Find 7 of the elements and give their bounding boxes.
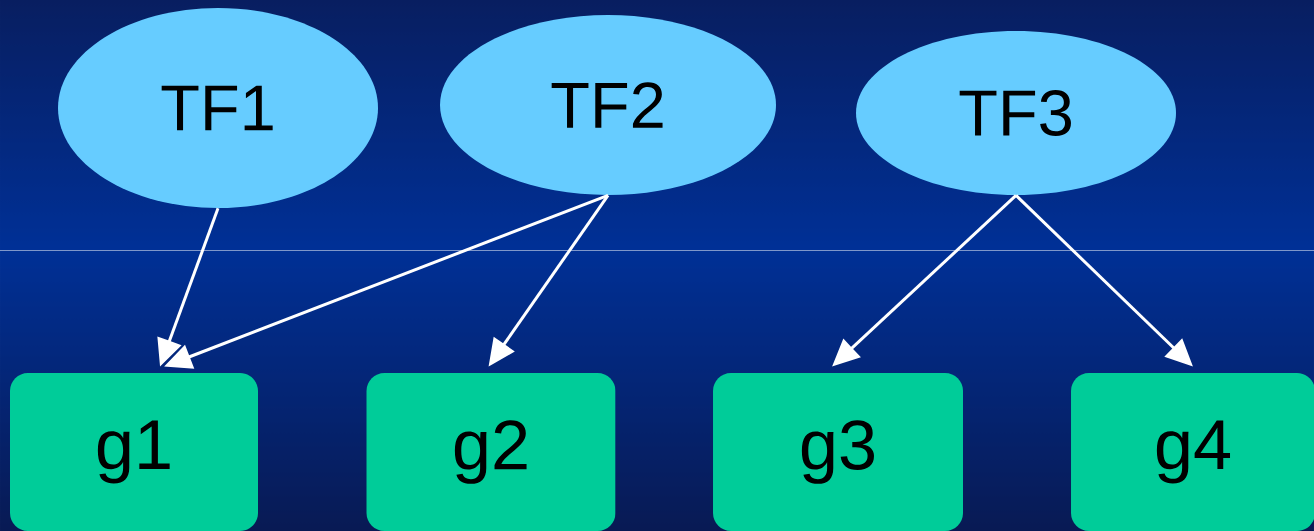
gene-box: g3 (713, 373, 963, 531)
ellipse-node: TF2 (440, 15, 776, 195)
gene-box: g4 (1071, 373, 1314, 531)
ellipse-node: TF1 (58, 8, 378, 208)
gene-box: g2 (366, 373, 616, 531)
gene-box: g1 (10, 373, 258, 531)
ellipse-node: TF3 (856, 31, 1176, 195)
